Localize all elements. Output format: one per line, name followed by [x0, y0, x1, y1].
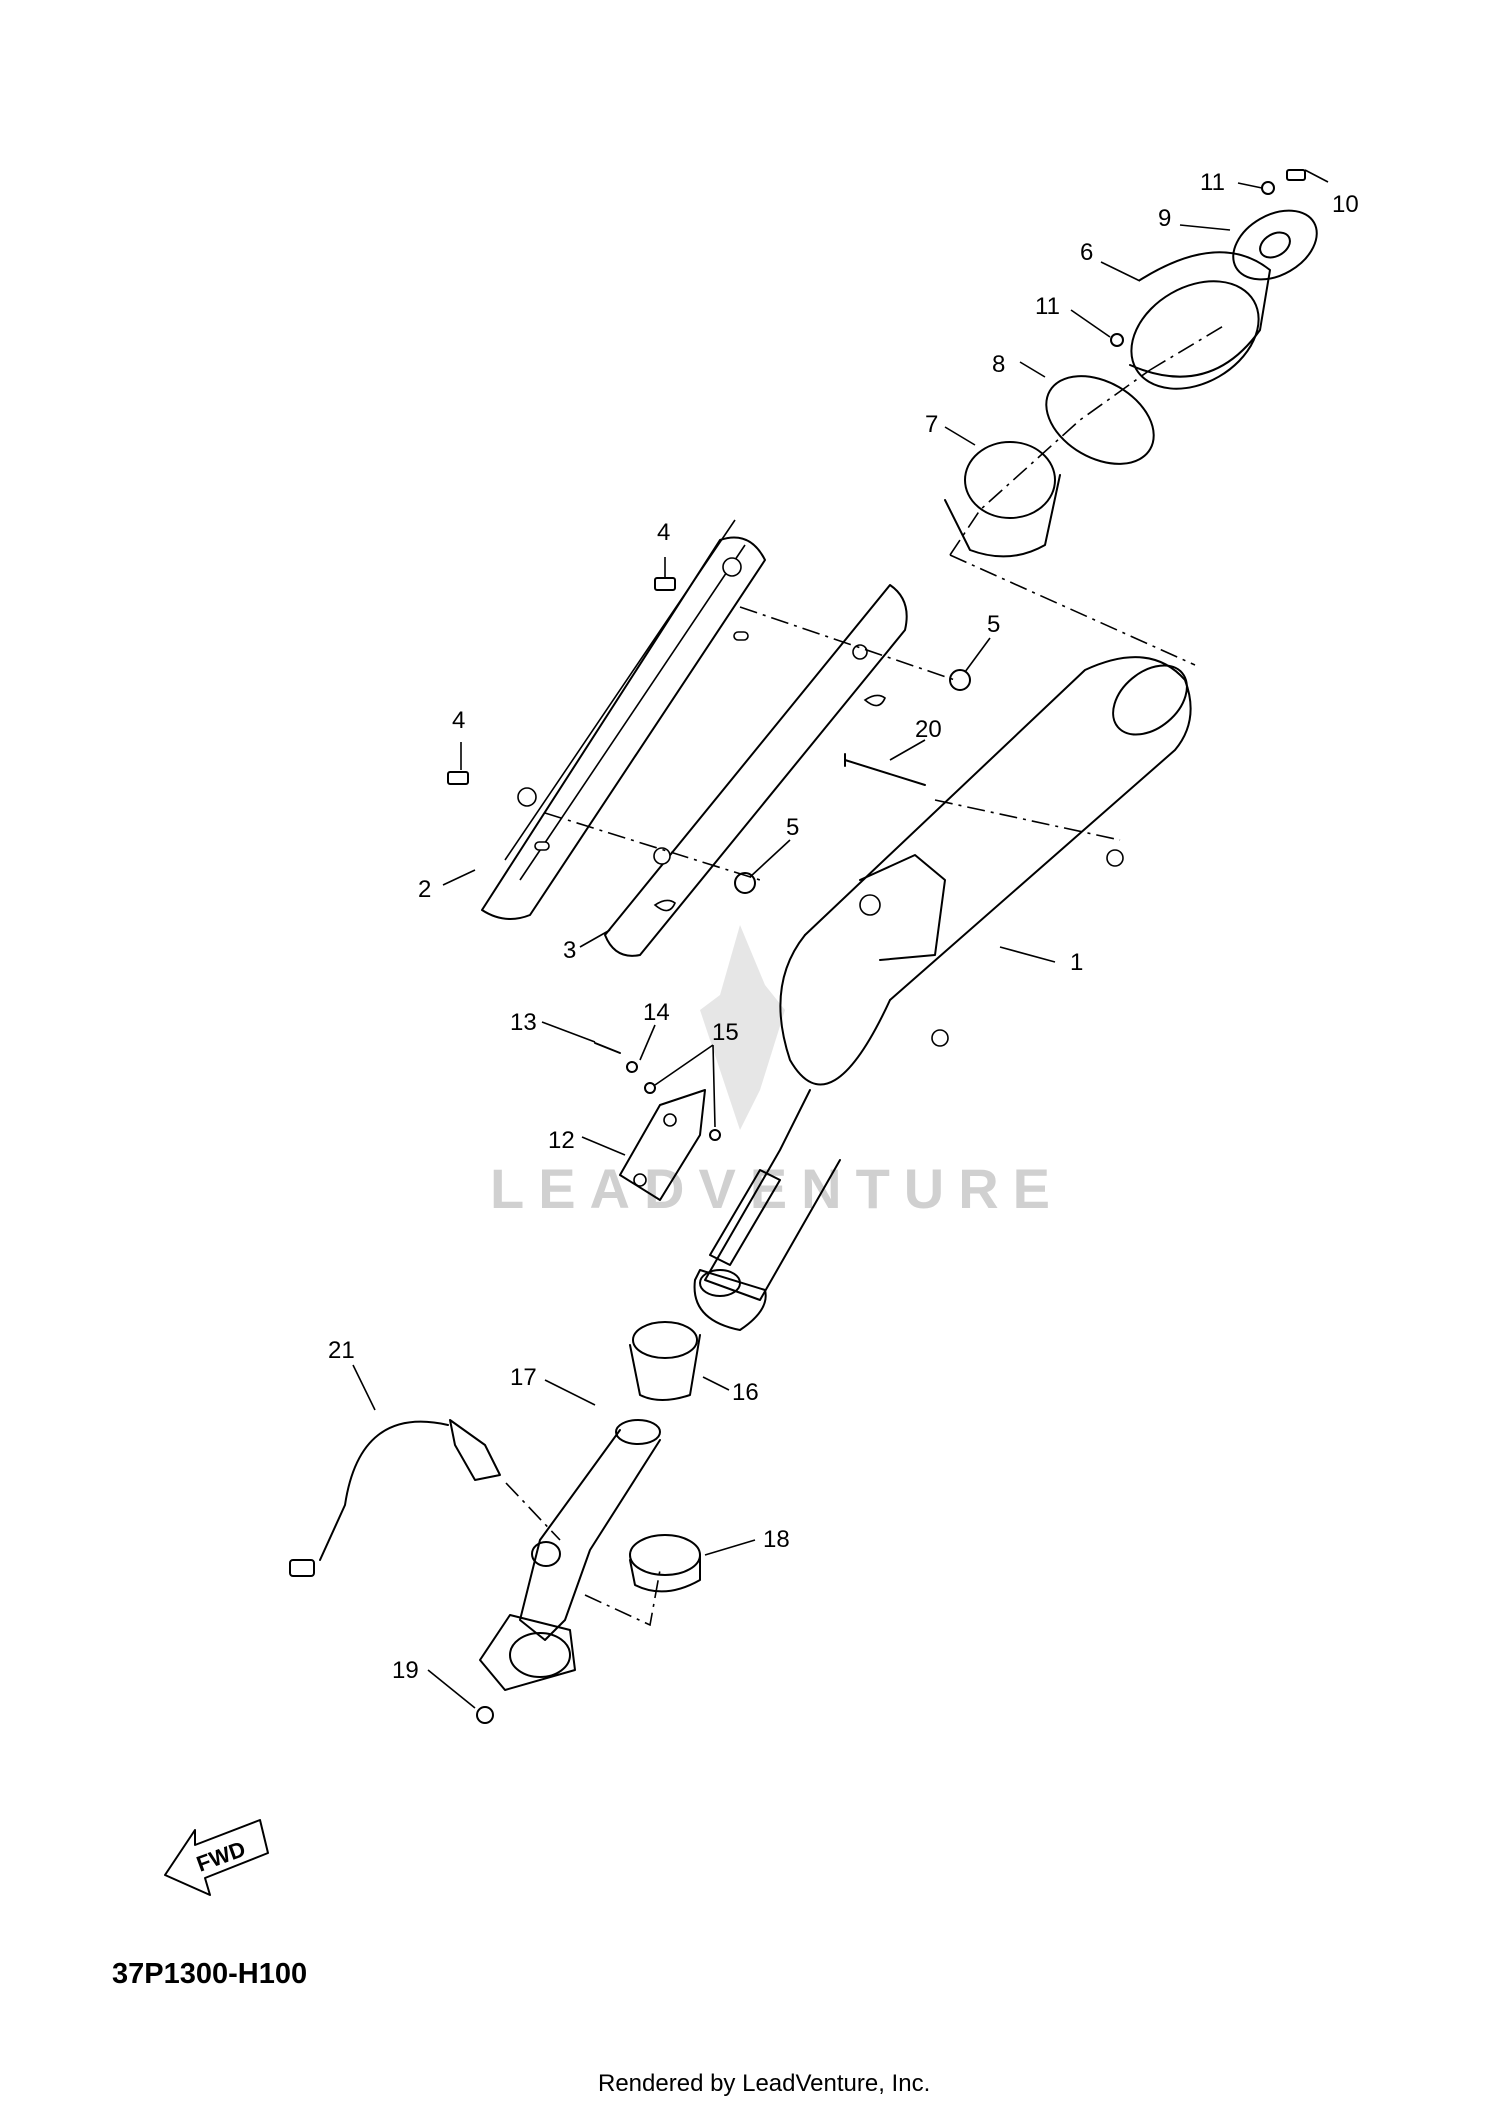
callout-11-mid: 11: [1035, 293, 1060, 320]
washer-14[interactable]: [626, 1061, 638, 1073]
callout-3: 3: [563, 937, 576, 964]
washer-15a[interactable]: [644, 1082, 656, 1094]
forward-arrow-icon: FWD: [164, 1819, 269, 1896]
callout-18: 18: [763, 1526, 790, 1553]
gasket-ring[interactable]: [1031, 358, 1169, 482]
exhaust-gasket-sleeve[interactable]: [629, 1321, 701, 1401]
callout-4-top: 4: [657, 519, 670, 546]
callout-14: 14: [643, 999, 670, 1026]
heat-shield-outer[interactable]: [481, 519, 766, 920]
callout-16: 16: [732, 1379, 759, 1406]
callout-4-bottom: 4: [452, 707, 465, 734]
footer-credit: Rendered by LeadVenture, Inc.: [598, 2070, 931, 2097]
callout-12: 12: [548, 1127, 575, 1154]
callout-19: 19: [392, 1657, 419, 1684]
leadventure-watermark: LEADVENTURE: [490, 925, 1064, 1220]
nut-19[interactable]: [476, 1706, 494, 1724]
bolt-4-bottom[interactable]: [447, 771, 469, 785]
muffler-end-cap[interactable]: [1112, 251, 1278, 410]
oxygen-sensor[interactable]: [289, 1419, 501, 1577]
washer-15b[interactable]: [709, 1129, 721, 1141]
grommet-5-top[interactable]: [949, 669, 971, 691]
callout-6: 6: [1080, 239, 1093, 266]
grommet-5-bottom[interactable]: [734, 872, 756, 894]
exhaust-port-gasket[interactable]: [629, 1534, 701, 1593]
callout-9: 9: [1158, 205, 1171, 232]
callout-15: 15: [712, 1019, 739, 1046]
bolt-20[interactable]: [844, 753, 926, 786]
washer-11-top[interactable]: [1261, 181, 1275, 195]
callout-21: 21: [328, 1337, 355, 1364]
callout-2: 2: [418, 876, 431, 903]
washer-11-mid[interactable]: [1110, 333, 1124, 347]
muffler-assembly[interactable]: [693, 652, 1201, 1331]
callout-7: 7: [925, 411, 938, 438]
end-flange[interactable]: [1221, 197, 1329, 294]
callout-5-bottom: 5: [786, 814, 799, 841]
bolt-10[interactable]: [1286, 169, 1306, 181]
callout-13: 13: [510, 1009, 537, 1036]
bolt-4-top[interactable]: [654, 577, 676, 591]
heat-shield-inner[interactable]: [604, 584, 908, 957]
protector-tube[interactable]: [944, 441, 1061, 558]
bolt-13[interactable]: [594, 1042, 621, 1054]
callout-5-top: 5: [987, 611, 1000, 638]
exhaust-pipe[interactable]: [479, 1419, 661, 1691]
mounting-bracket[interactable]: [619, 1089, 706, 1201]
callout-17: 17: [510, 1364, 537, 1391]
callout-10: 10: [1332, 191, 1359, 218]
watermark-text: LEADVENTURE: [490, 1157, 1064, 1220]
callout-8: 8: [992, 351, 1005, 378]
callout-11-top: 11: [1200, 169, 1225, 196]
callout-20: 20: [915, 716, 942, 743]
callout-1: 1: [1070, 949, 1083, 976]
diagram-code: 37P1300-H100: [112, 1958, 308, 1990]
